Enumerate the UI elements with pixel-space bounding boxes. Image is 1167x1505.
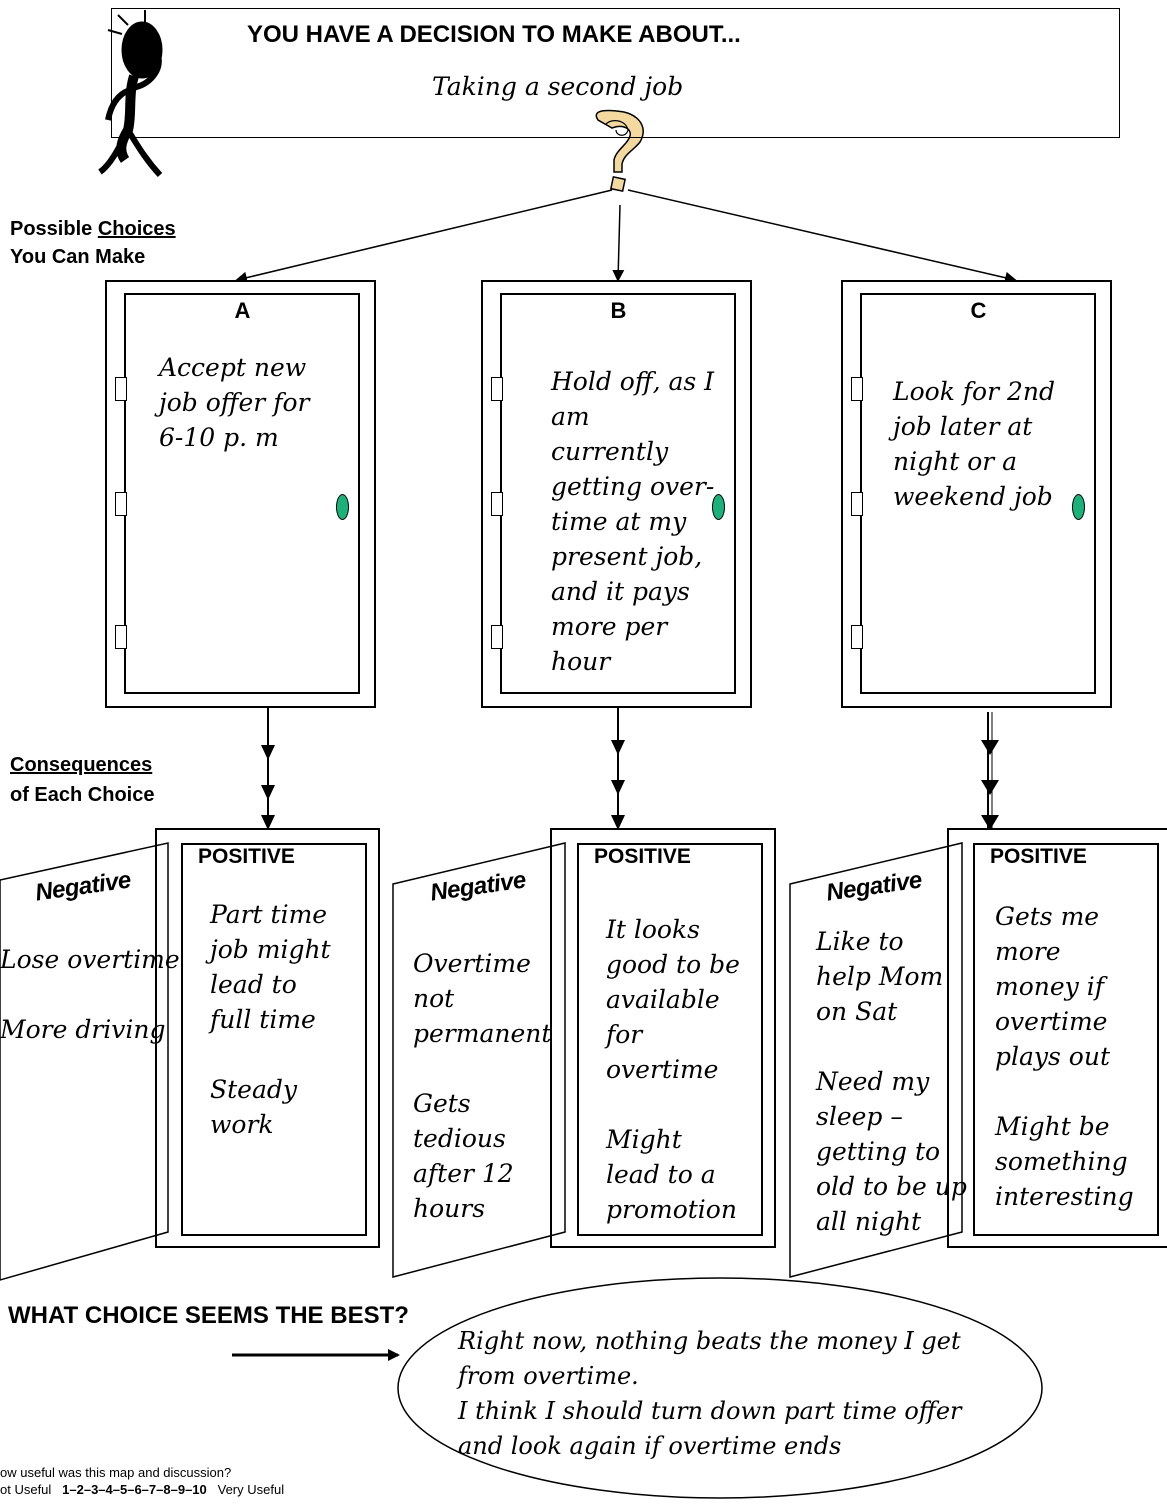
choice-letter: B (610, 298, 627, 323)
choice-text: Look for 2nd job later at night or a wee… (893, 377, 1056, 511)
arrow-to-b (612, 204, 625, 282)
positive-label: POSITIVE (990, 845, 1087, 868)
positive-label: POSITIVE (198, 845, 295, 868)
consequence-frame-a (155, 828, 380, 1248)
question-mark-icon (595, 109, 644, 193)
rating-numbers: 1–2–3–4–5–6–7–8–9–10 (62, 1482, 207, 1497)
choice-letter: C (970, 298, 987, 323)
positive-text: Gets me more money if overtime plays out… (995, 902, 1134, 1211)
negative-text: Overtime not permanent Gets tedious afte… (413, 949, 552, 1223)
consequence-frame-c (947, 828, 1167, 1248)
door-choice-a: A Accept new job offer for 6-10 p. m (105, 280, 376, 708)
best-choice-question: WHAT CHOICE SEEMS THE BEST? (8, 1302, 409, 1329)
door-choice-b: B Hold off, as I am currently getting ov… (481, 280, 752, 708)
decision-text: Taking a second job (432, 72, 684, 101)
consequences-label: Consequences of Each Choice (10, 754, 155, 806)
arrow-to-a (235, 189, 613, 284)
door-knob (712, 494, 725, 520)
answer-ellipse (397, 1277, 1043, 1499)
positive-text: Part time job might lead to full time St… (210, 900, 331, 1139)
answer-text: Right now, nothing beats the money I get… (458, 1327, 962, 1460)
rating-question: ow useful was this map and discussion? (0, 1465, 232, 1480)
choice-text: Accept new job offer for 6-10 p. m (159, 353, 310, 452)
positive-label: POSITIVE (594, 845, 691, 868)
choice-text: Hold off, as I am currently getting over… (551, 367, 715, 676)
page-title: YOU HAVE A DECISION TO MAKE ABOUT... (247, 21, 741, 48)
door-knob (1072, 494, 1085, 520)
thinking-figure-icon (98, 10, 163, 178)
choices-label: Possible Choices You Can Make (10, 218, 176, 268)
arrow-to-c (627, 189, 1017, 284)
negative-text: Lose overtime More driving (0, 945, 180, 1044)
rating-scale: ot Useful 1–2–3–4–5–6–7–8–9–10 Very Usef… (0, 1482, 285, 1497)
decision-header-box: YOU HAVE A DECISION TO MAKE ABOUT... Tak… (111, 8, 1120, 138)
door-knob (336, 494, 349, 520)
negative-text: Like to help Mom on Sat Need my sleep – … (816, 927, 967, 1236)
consequence-frame-b (550, 828, 776, 1248)
door-choice-c: C Look for 2nd job later at night or a w… (841, 280, 1112, 708)
positive-text: It looks good to be available for overti… (606, 915, 740, 1224)
choice-letter: A (234, 298, 251, 323)
